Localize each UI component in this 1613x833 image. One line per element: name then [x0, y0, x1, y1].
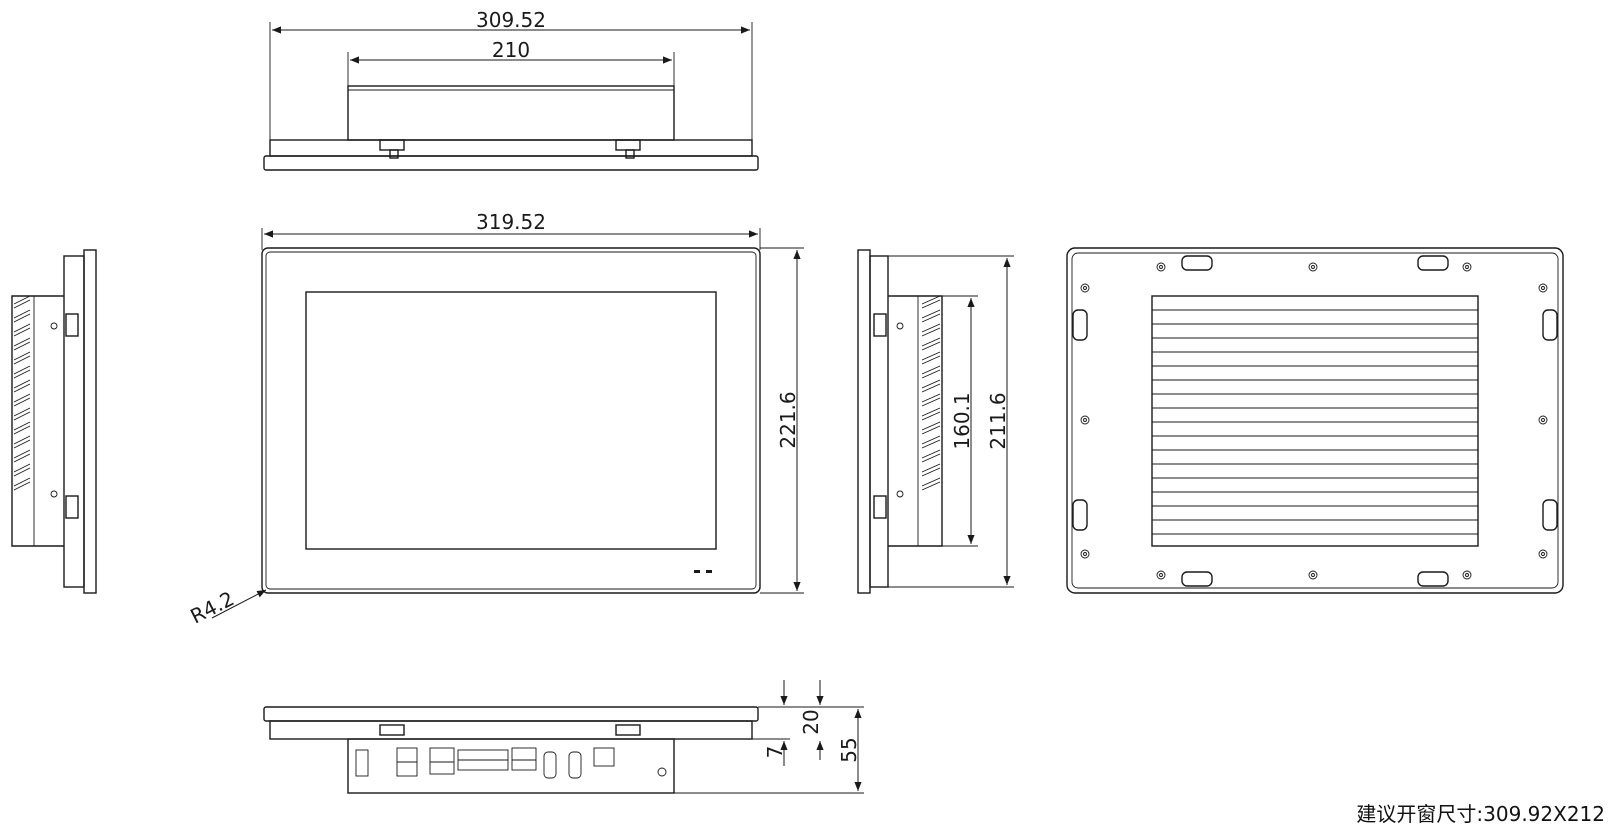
- front-screen: [305, 291, 717, 550]
- rear-screw-holes: [1080, 262, 1548, 580]
- dim-front-width: 319.52: [476, 210, 546, 234]
- dim-top-outer-width: 309.52: [476, 8, 546, 32]
- rear-mounting-clips: [1072, 255, 1558, 587]
- dim-corner-radius: R4.2: [186, 586, 238, 628]
- top-view: 309.52 210: [263, 8, 759, 171]
- front-bezel-outer: [261, 247, 761, 594]
- left-side-view: [11, 249, 97, 594]
- dim-bottom-depth-a: 7: [763, 746, 787, 759]
- rear-heatsink: [1151, 295, 1479, 547]
- dim-front-height: 221.6: [776, 391, 800, 448]
- cutout-size-note: 建议开窗尺寸:309.92X212: [1356, 802, 1605, 826]
- dim-side-inner-height: 160.1: [950, 392, 974, 449]
- dim-bottom-depth-c: 55: [837, 737, 861, 762]
- dim-top-inner-width: 210: [492, 38, 530, 62]
- right-side-view: 160.1 211.6: [857, 249, 1014, 594]
- front-view: 319.52 221.6 R4.2: [186, 210, 804, 628]
- dim-side-outer-height: 211.6: [986, 392, 1010, 449]
- bottom-view: 7 20 55: [263, 680, 864, 794]
- rear-view: [1066, 247, 1564, 594]
- bottom-io-ports: [355, 747, 667, 779]
- top-rear-housing: [347, 85, 675, 141]
- rear-heatsink-fins: [1152, 309, 1478, 535]
- left-heatsink-fins: [13, 295, 31, 491]
- right-heatsink-fins: [921, 295, 941, 491]
- dim-bottom-depth-b: 20: [799, 709, 823, 734]
- bottom-io-panel: [347, 738, 675, 794]
